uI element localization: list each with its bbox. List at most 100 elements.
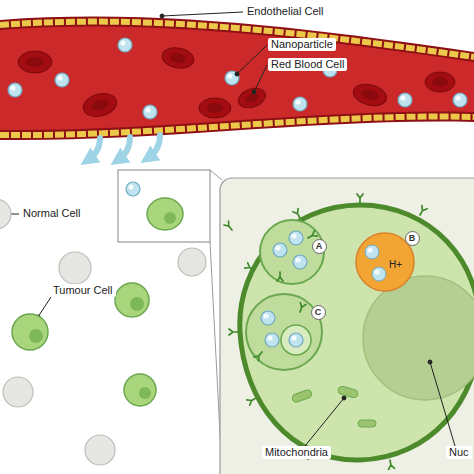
vesicle-c [265,333,279,347]
membrane-receptors [224,221,234,232]
membrane-receptors [357,194,363,203]
inset-small [118,170,210,242]
zoom-lines [210,170,222,180]
inset-leader-lines [428,360,432,364]
red-blood-cells [81,90,120,120]
callout-letter: A [316,242,323,251]
vesicle-c [281,325,311,355]
vesicle-c [254,350,264,361]
red-blood-cell-shading [169,52,186,65]
red-blood-cell-shading [90,98,110,112]
inset-large [220,178,474,474]
leader-lines [254,65,267,92]
membrane-receptors [293,209,303,220]
normal-cells [85,435,115,465]
red-blood-cell-shading [360,88,380,102]
tumour-cells [12,314,48,350]
membrane-receptors [387,459,394,469]
membrane-receptors [247,395,258,405]
nanoparticle-highlight [374,269,379,274]
red-blood-cell-shading [244,92,260,104]
leader-lines [162,12,243,16]
inset-small [126,182,140,196]
nanoparticle [365,245,379,259]
vesicle-a [293,255,307,269]
nanoparticles [55,73,69,87]
red-blood-cell-shading [432,77,448,87]
inset-leader-lines [305,398,344,446]
membrane-receptors [229,329,238,335]
vesicle-c [297,303,306,314]
membrane-receptors [224,194,427,469]
nanoparticles [453,93,467,107]
callout-letter: C [315,308,322,317]
leader-lines [160,14,164,18]
part-label: Endothelial Cell [244,5,326,18]
nanoparticles [225,71,239,85]
extravasation-arrows [118,137,130,160]
mitochondria [358,420,376,427]
vesicle-c [246,294,322,370]
inset-small [147,198,183,230]
part-label: Nanoparticle [268,38,336,51]
inset-large [220,178,474,474]
nanoparticle [365,245,379,259]
extravasation-arrows [148,135,160,158]
callout-circle: B [405,231,420,246]
blood-vessel [0,117,474,136]
normal-cells [59,252,91,284]
part-label: Red Blood Cell [268,58,347,71]
vesicle-c [289,333,303,347]
red-blood-cells [236,85,268,111]
nanoparticle-highlight [367,247,372,252]
callout-letter: B [409,234,416,243]
tumour-cells [124,374,156,406]
mitochondria [291,389,313,403]
red-blood-cells [351,81,389,109]
vesicle-c [246,294,322,370]
red-blood-cell-shading [26,52,448,113]
vesicle-a [273,243,287,257]
red-blood-cells [199,98,231,118]
callout-circle: C [311,305,326,320]
red-blood-cells [18,51,52,73]
inset-leader-lines [305,360,455,446]
leader-lines [235,72,239,76]
tumour-cells [115,283,149,317]
tumour-cells [29,329,43,343]
leader-lines [237,45,267,74]
extravasation-arrows [88,135,160,160]
blood-vessel [0,22,474,57]
leader-lines [38,297,51,317]
inset-leader-lines [342,396,346,400]
vesicle-c [261,311,275,325]
red-blood-cells [18,45,455,120]
nanoparticles [118,38,132,52]
inset-small [118,170,210,242]
vesicle-a [277,272,283,281]
callout-circle: A [312,239,327,254]
nanoparticles [293,97,307,111]
inset-leader-lines [430,362,455,446]
tumour-cells [139,387,151,399]
nanoparticles [8,38,467,119]
red-blood-cell-shading [207,103,223,113]
inset-large [363,276,474,400]
vesicle-a [289,231,303,245]
nanoparticles [143,105,157,119]
red-blood-cells [425,72,455,92]
tumour-cells [12,283,156,406]
lysosome-outline [356,233,414,291]
part-label: Nuc [446,446,472,459]
blood-vessel [0,17,474,141]
membrane-receptors [417,206,427,217]
nanoparticles [8,83,22,97]
part-label: Mitochondria [262,446,331,459]
tumour-cells [130,297,144,311]
normal-cells [178,248,206,276]
red-blood-cell-shading [26,57,44,67]
inset-small [164,212,176,224]
